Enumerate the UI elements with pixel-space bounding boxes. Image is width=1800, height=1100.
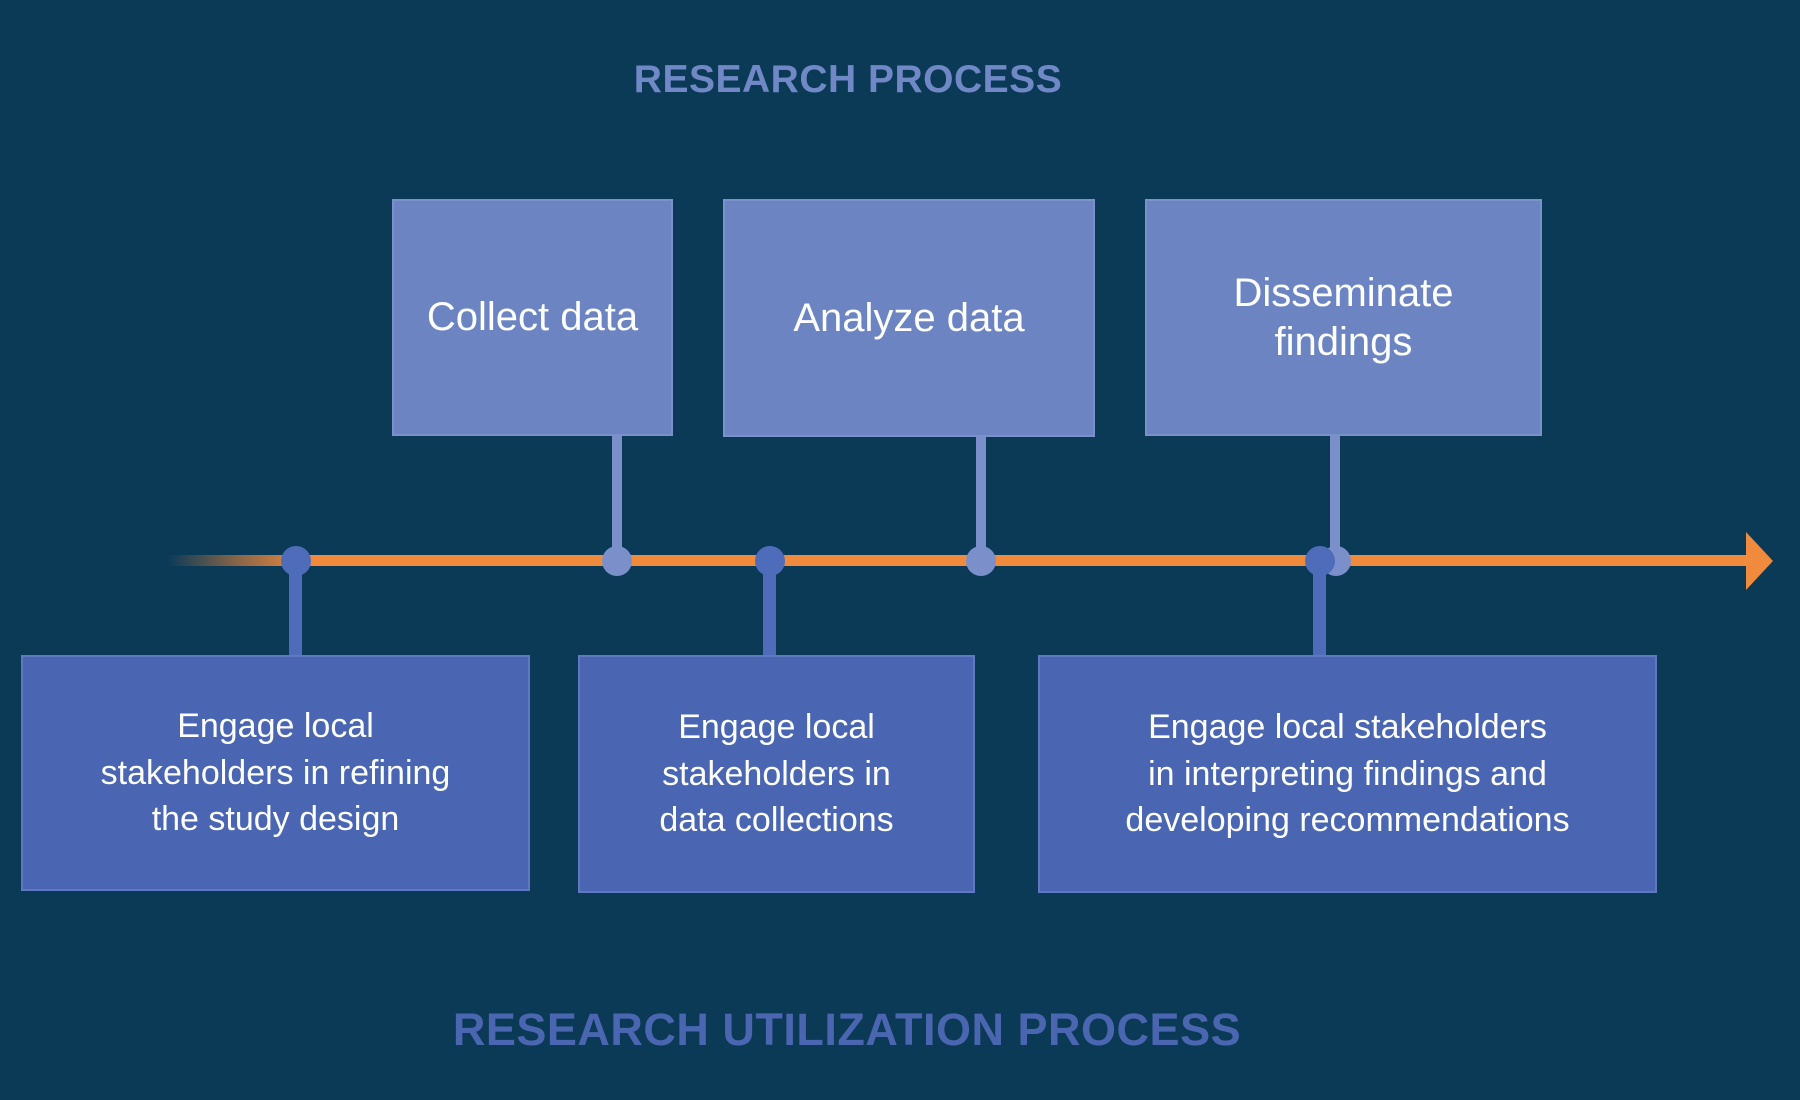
timeline-node-collect-data xyxy=(602,546,632,576)
timeline-node-recommendations xyxy=(1305,546,1335,576)
step-box-collect-data: Collect data xyxy=(392,199,673,436)
research-process-title: RESEARCH PROCESS xyxy=(633,58,1063,101)
research-utilization-process-title: RESEARCH UTILIZATION PROCESS xyxy=(452,1004,1242,1055)
step-box-data-collections: Engage local stakeholders in data collec… xyxy=(578,655,975,893)
step-box-recommendations: Engage local stakeholders in interpretin… xyxy=(1038,655,1657,893)
step-box-disseminate-findings: Disseminate findings xyxy=(1145,199,1542,436)
connector-recommendations xyxy=(1313,561,1326,656)
connector-analyze-data xyxy=(976,435,986,562)
timeline-arrow-line xyxy=(168,555,1746,566)
connector-collect-data xyxy=(612,434,622,562)
timeline-node-analyze-data xyxy=(966,546,996,576)
connector-disseminate-findings xyxy=(1330,434,1340,562)
timeline-arrowhead-icon xyxy=(1746,532,1773,590)
connector-data-collections xyxy=(763,561,776,656)
timeline-node-data-collections xyxy=(755,546,785,576)
timeline-node-refine-study-design xyxy=(281,546,311,576)
step-box-refine-study-design: Engage local stakeholders in refining th… xyxy=(21,655,530,891)
connector-refine-study-design xyxy=(289,561,302,656)
step-box-analyze-data: Analyze data xyxy=(723,199,1095,437)
